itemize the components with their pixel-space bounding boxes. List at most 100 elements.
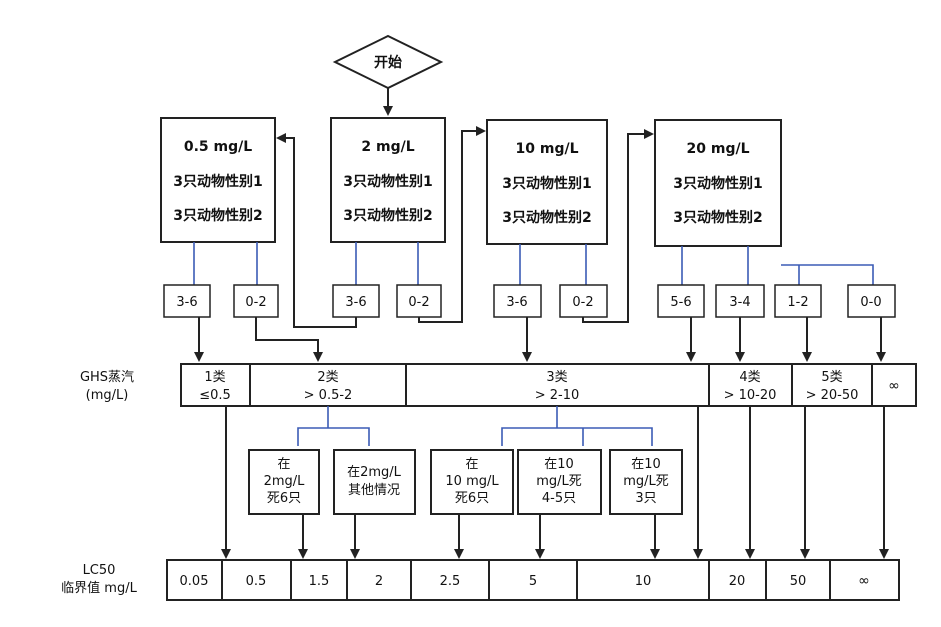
- sex2-label: 3只动物性别2: [343, 207, 432, 224]
- lc50-row-label: LC50 临界值 mg/L: [61, 563, 137, 596]
- sex1-label: 3只动物性别1: [673, 175, 762, 192]
- arrow-2mg-to-10mg: [418, 126, 486, 323]
- outcome-box: 0-2: [559, 284, 608, 318]
- lc50-cell: 50: [765, 559, 831, 601]
- outcome-label: 3-6: [176, 295, 197, 310]
- condition-box: 在10 mg/L死 3只: [609, 449, 683, 515]
- condition-connectors: [297, 406, 653, 446]
- condition-line: 在10: [631, 457, 661, 472]
- start-label: 开始: [374, 54, 402, 71]
- dose-label: 2 mg/L: [361, 139, 414, 155]
- ghs-category-name: 1类: [204, 370, 225, 385]
- ghs-label-line1: GHS蒸汽: [80, 370, 134, 385]
- outcome-box: 3-4: [715, 284, 765, 318]
- lc50-value: 50: [790, 574, 807, 589]
- ghs-category-range: > 20-50: [806, 388, 859, 403]
- condition-line: 2mg/L: [264, 474, 306, 489]
- dose-label: 0.5 mg/L: [184, 139, 252, 155]
- outcome-box: 3-6: [163, 284, 211, 318]
- outcome-to-ghs-arrows: [194, 317, 886, 362]
- lc50-cell: 2.5: [410, 559, 490, 601]
- dose-label: 10 mg/L: [516, 141, 579, 157]
- outcome-label: 0-2: [245, 295, 266, 310]
- sex2-label: 3只动物性别2: [673, 209, 762, 226]
- lc50-cell: 5: [488, 559, 578, 601]
- outcome-boxes: 3-6 0-2 3-6 0-2 3-6 0-2 5-6 3-4: [163, 284, 896, 318]
- start-node: 开始: [332, 34, 444, 90]
- ghs-category-range: > 10-20: [724, 388, 777, 403]
- lc50-value: 20: [729, 574, 746, 589]
- ghs-category-name: 5类: [821, 370, 842, 385]
- outcome-box: 0-2: [396, 284, 442, 318]
- ghs-category-4: 4类 > 10-20: [708, 363, 793, 407]
- ghs-category-name: 2类: [317, 370, 338, 385]
- outcome-box: 3-6: [332, 284, 380, 318]
- dose-box-20: 20 mg/L 3只动物性别1 3只动物性别2: [654, 119, 782, 247]
- dose-label: 20 mg/L: [687, 141, 750, 157]
- ghs-category-3: 3类 > 2-10: [405, 363, 710, 407]
- lc50-value: 5: [529, 574, 537, 589]
- outcome-box: 0-2: [233, 284, 279, 318]
- condition-box: 在2mg/L 其他情况: [333, 449, 416, 515]
- ghs-category-range: > 2-10: [535, 388, 580, 403]
- lc50-cell: 10: [576, 559, 710, 601]
- dose-box-10: 10 mg/L 3只动物性别1 3只动物性别2: [486, 119, 608, 245]
- condition-line: 在10: [544, 457, 574, 472]
- lc50-value: 2: [375, 574, 383, 589]
- outcome-box: 0-0: [847, 284, 896, 318]
- lc50-value: 0.5: [246, 574, 267, 589]
- ghs-category-1: 1类 ≤0.5: [180, 363, 251, 407]
- ghs-category-infinity: ∞: [871, 363, 917, 407]
- sex1-label: 3只动物性别1: [173, 173, 262, 190]
- ghs-category-name: 3类: [546, 370, 567, 385]
- sex2-label: 3只动物性别2: [502, 209, 591, 226]
- lc50-value: 2.5: [440, 574, 461, 589]
- outcome-label: 0-2: [572, 295, 593, 310]
- lc50-cell: 1.5: [290, 559, 348, 601]
- ghs-category-2: 2类 > 0.5-2: [249, 363, 407, 407]
- lc50-value: 1.5: [309, 574, 330, 589]
- condition-boxes: 在 2mg/L 死6只 在2mg/L 其他情况 在 10 mg/L 死6只 在1…: [248, 449, 683, 515]
- outcome-label: 3-6: [506, 295, 527, 310]
- ghs-category-range: ≤0.5: [199, 388, 231, 403]
- outcome-label: 5-6: [670, 295, 691, 310]
- outcome-box: 5-6: [657, 284, 705, 318]
- lc50-cell: 20: [708, 559, 767, 601]
- lc50-label-line2: 临界值 mg/L: [61, 580, 137, 596]
- ghs-category-cells: 1类 ≤0.5 2类 > 0.5-2 3类 > 2-10 4类 > 10-20 …: [180, 363, 917, 407]
- condition-line: 在: [465, 457, 478, 472]
- condition-line: 在2mg/L: [347, 465, 402, 480]
- ghs-category-name: ∞: [888, 378, 900, 394]
- to-lc50-arrows: [221, 406, 889, 559]
- condition-line: 死6只: [267, 491, 301, 506]
- outcome-box: 1-2: [774, 284, 822, 318]
- outcome-label: 1-2: [787, 295, 808, 310]
- sex1-label: 3只动物性别1: [502, 175, 591, 192]
- condition-box: 在 2mg/L 死6只: [248, 449, 320, 515]
- ghs-category-range: > 0.5-2: [304, 388, 353, 403]
- lc50-cell: 0.05: [166, 559, 223, 601]
- condition-line: mg/L死: [623, 474, 669, 489]
- lc50-cell: 2: [346, 559, 412, 601]
- dose-outcome-connectors: [193, 242, 874, 285]
- ghs-row-label: GHS蒸汽 (mg/L): [80, 370, 134, 403]
- outcome-label: 0-0: [860, 295, 881, 310]
- lc50-value-cells: 0.05 0.5 1.5 2 2.5 5 10 20: [166, 559, 900, 601]
- outcome-label: 0-2: [408, 295, 429, 310]
- condition-line: 3只: [635, 491, 656, 506]
- dose-box-0.5: 0.5 mg/L 3只动物性别1 3只动物性别2: [160, 117, 276, 243]
- sex2-label: 3只动物性别2: [173, 207, 262, 224]
- condition-box: 在10 mg/L死 4-5只: [517, 449, 602, 515]
- sex1-label: 3只动物性别1: [343, 173, 432, 190]
- arrow-10mg-to-20mg: [582, 129, 654, 323]
- lc50-label-line1: LC50: [83, 563, 116, 578]
- lc50-cell: 0.5: [221, 559, 292, 601]
- escalation-arrows: [276, 126, 654, 328]
- lc50-value: 10: [635, 574, 652, 589]
- outcome-label: 3-6: [345, 295, 366, 310]
- condition-line: mg/L死: [536, 474, 582, 489]
- arrow-2mg-to-0.5mg: [276, 133, 357, 328]
- ghs-label-line2: (mg/L): [86, 388, 129, 403]
- lc50-cell: ∞: [829, 559, 900, 601]
